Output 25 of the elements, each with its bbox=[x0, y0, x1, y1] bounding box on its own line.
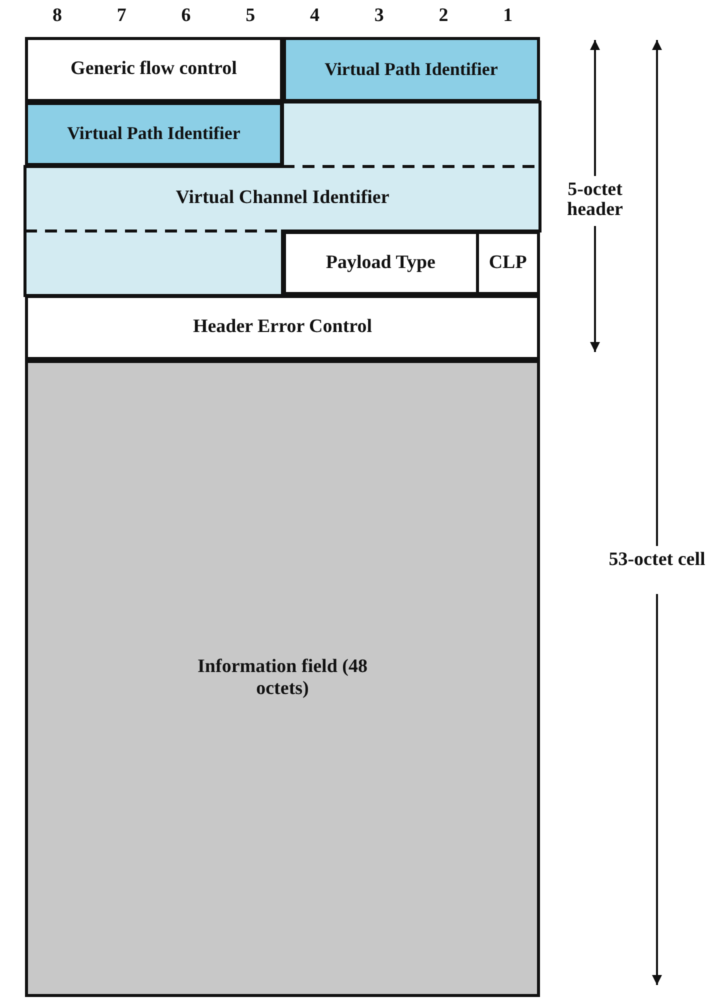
bit-number: 3 bbox=[373, 6, 385, 26]
dimension-label: 53-octet cell bbox=[608, 550, 706, 570]
bit-number: 6 bbox=[180, 6, 192, 26]
field-box bbox=[282, 230, 479, 295]
bit-number: 2 bbox=[438, 6, 450, 26]
bit-number: 7 bbox=[116, 6, 128, 26]
field-region bbox=[25, 102, 540, 295]
field-label: Payload Type bbox=[326, 252, 436, 274]
field-box bbox=[282, 37, 540, 102]
field-label: Header Error Control bbox=[192, 316, 372, 338]
field-label: Information field (48 octets) bbox=[196, 656, 368, 700]
field-label: Virtual Path Identifier bbox=[67, 123, 240, 144]
field-box bbox=[25, 102, 282, 166]
bit-number: 1 bbox=[502, 6, 514, 26]
bit-number: 8 bbox=[51, 6, 63, 26]
field-box bbox=[25, 360, 540, 997]
field-box bbox=[25, 37, 282, 102]
field-label: Virtual Path Identifier bbox=[324, 58, 498, 80]
bit-number: 4 bbox=[308, 6, 320, 26]
field-label: CLP bbox=[488, 252, 527, 274]
field-box bbox=[25, 295, 540, 360]
bit-number: 5 bbox=[244, 6, 256, 26]
dimension-label: 5-octet header bbox=[566, 180, 624, 220]
field-label: Generic flow control bbox=[70, 58, 237, 80]
field-label: Virtual Channel Identifier bbox=[176, 187, 390, 210]
